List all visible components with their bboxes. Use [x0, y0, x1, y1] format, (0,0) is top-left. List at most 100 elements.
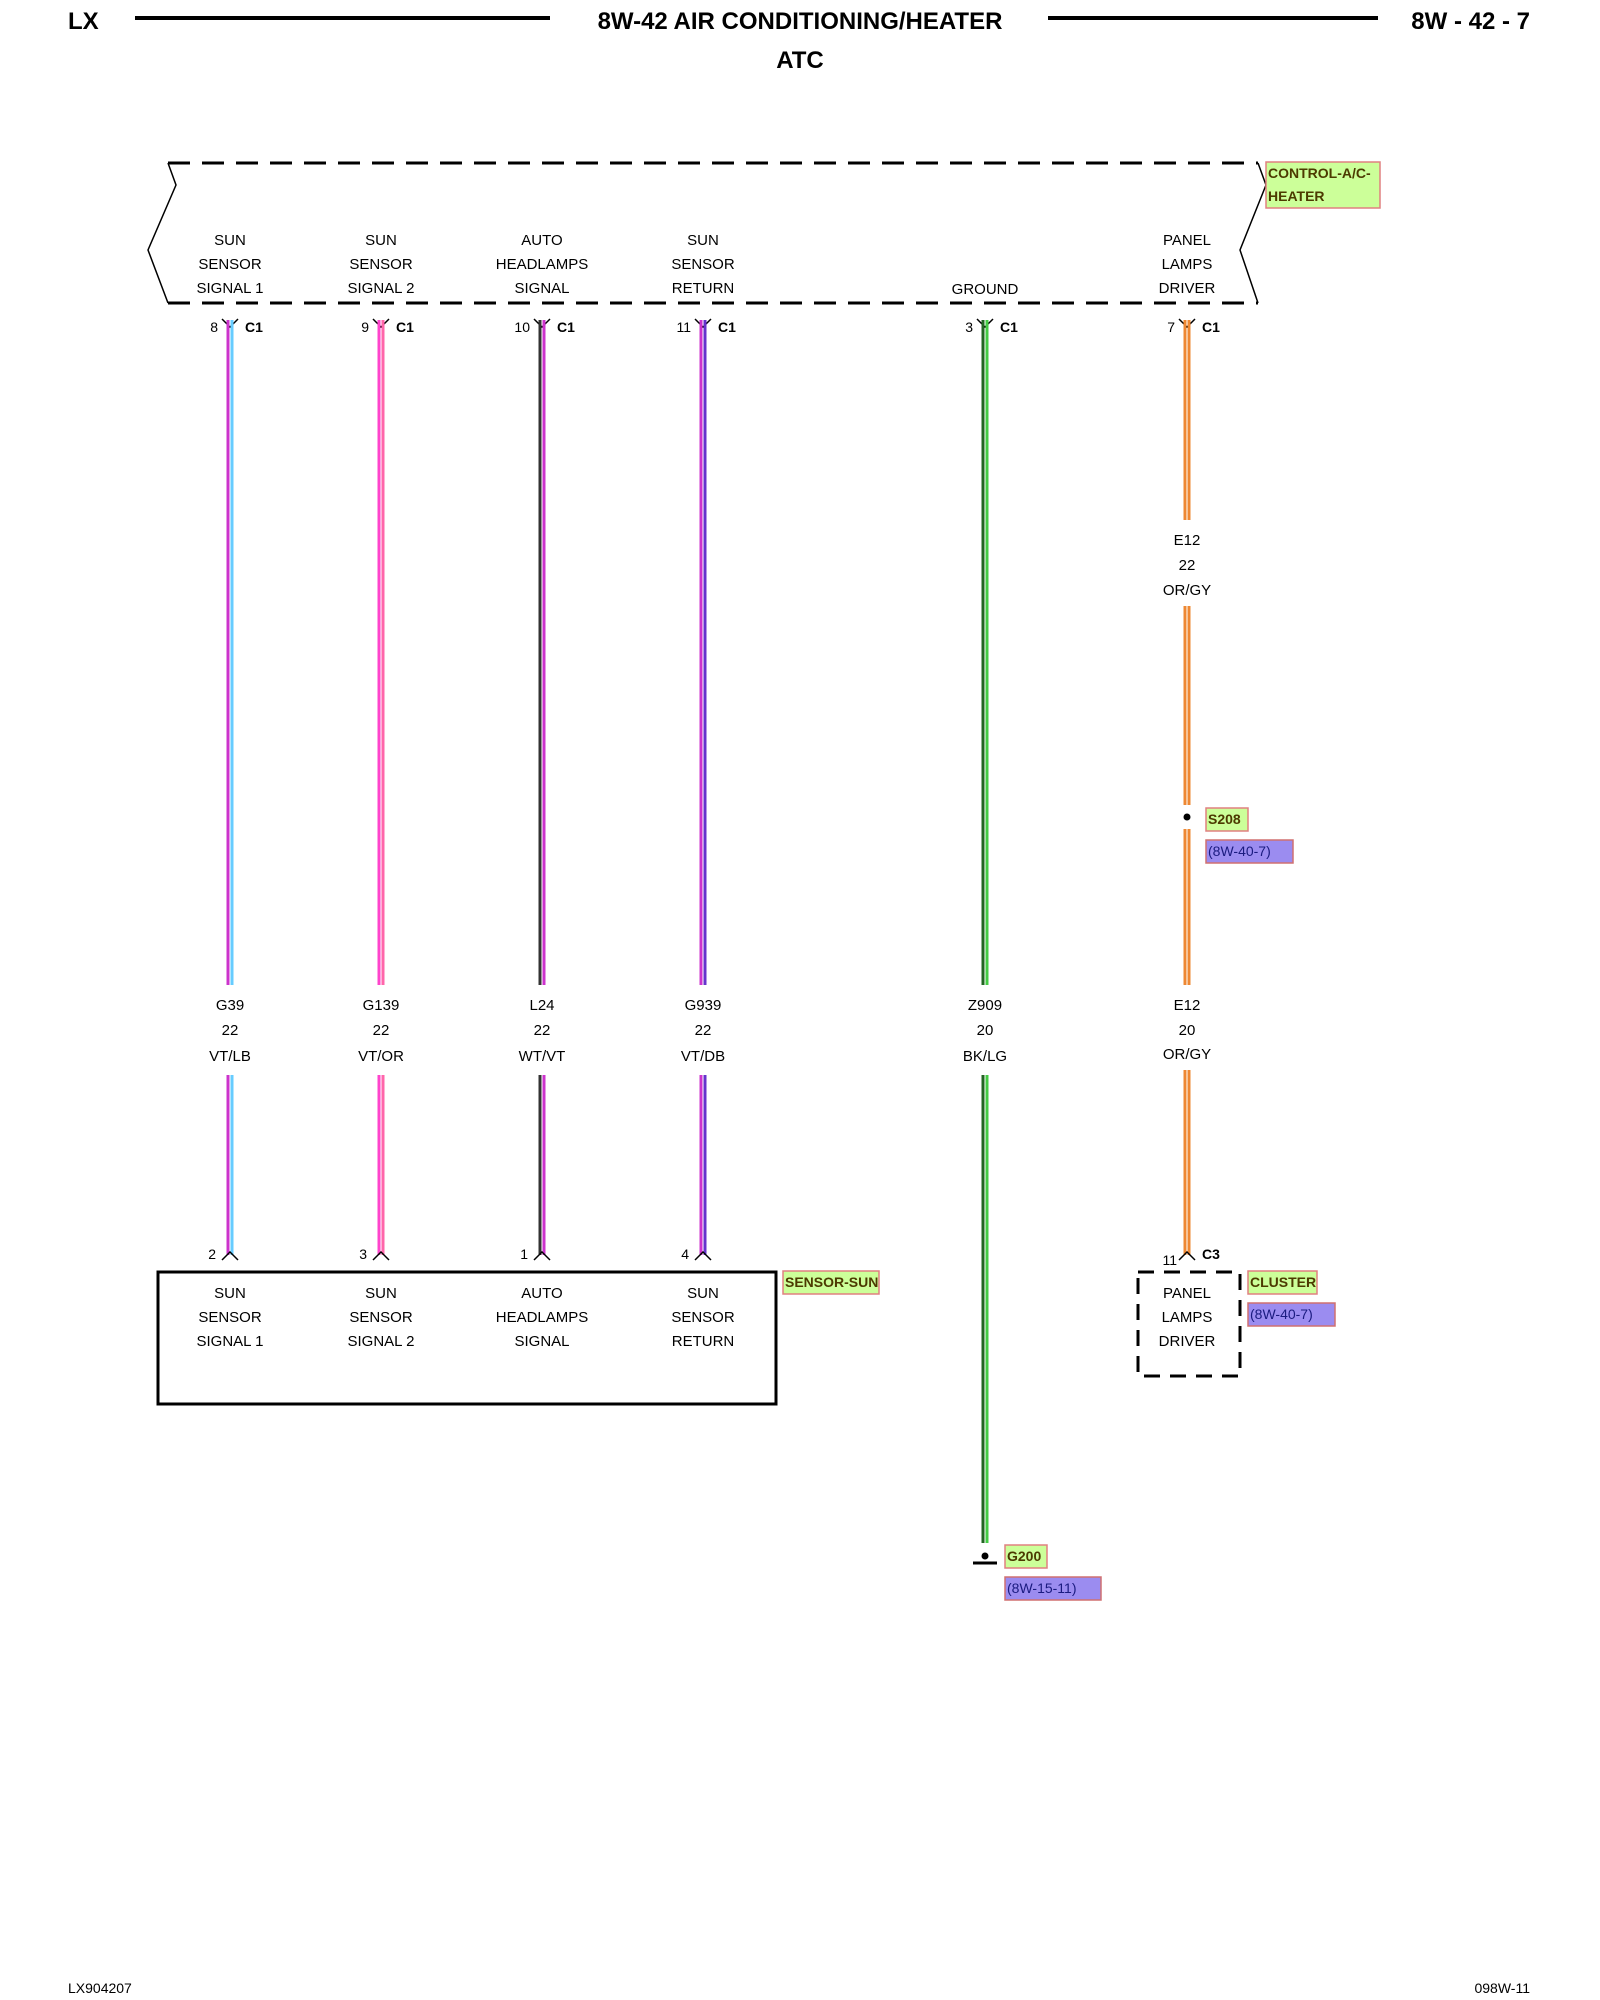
cluster-pin-function: PANEL [1163, 1285, 1211, 1302]
control-pin-function-sun-signal-1: SIGNAL 1 [197, 280, 264, 297]
wire-gauge-auto-headlamps: 22 [534, 1022, 551, 1039]
sensor-sun-label-box [782, 1270, 880, 1295]
control-module-break-left [147, 162, 177, 304]
splice-label-s208: S208 [1208, 811, 1241, 827]
wire-gauge-ground: 20 [977, 1022, 994, 1039]
sensor-pin-function-sun-signal-2: SENSOR [349, 1309, 413, 1326]
control-pin-function-sun-return: SUN [687, 232, 719, 249]
wire-gauge-sun-signal-1: 22 [222, 1022, 239, 1039]
wire-circuit-panel-lower: E12 [1174, 997, 1201, 1014]
top-terminal-ground [976, 318, 994, 329]
sensor-pin-function-auto-headlamps: HEADLAMPS [496, 1309, 589, 1326]
control-module-label: CONTROL-A/C- [1268, 165, 1371, 181]
top-terminal-sun-return [694, 318, 712, 329]
ground-point [981, 1552, 989, 1560]
header-page: 8W - 42 - 7 [1411, 8, 1530, 35]
bottom-pin-number-panel: 11 [1162, 1252, 1177, 1268]
top-connector-sun-signal-2: C1 [396, 319, 414, 335]
wire-gauge-panel-lower: 20 [1179, 1022, 1196, 1039]
wire-color-auto-headlamps: WT/VT [519, 1048, 566, 1065]
header-model: LX [68, 8, 99, 35]
control-pin-function-sun-return: SENSOR [671, 256, 735, 273]
header-rule-left [135, 16, 550, 20]
top-terminal-panel [1178, 318, 1196, 329]
ground-label: G200 [1007, 1548, 1041, 1564]
sensor-pin-function-sun-signal-2: SIGNAL 2 [348, 1333, 415, 1350]
sensor-sun-box [156, 1270, 778, 1406]
control-module-label-box [1265, 161, 1381, 209]
control-pin-function-sun-signal-1: SUN [214, 232, 246, 249]
sensor-pin-function-sun-signal-1: SIGNAL 1 [197, 1333, 264, 1350]
top-connector-sun-return: C1 [718, 319, 736, 335]
ground-page-ref: (8W-15-11) [1007, 1580, 1077, 1596]
top-pin-number-panel: 7 [1167, 319, 1175, 335]
wire-circuit-panel-upper: E12 [1174, 532, 1201, 549]
sensor-pin-function-sun-signal-1: SUN [214, 1285, 246, 1302]
top-terminal-sun-signal-2 [372, 318, 390, 329]
cluster-page-ref: (8W-40-7) [1250, 1306, 1313, 1322]
bottom-pin-number-sun-signal-1: 2 [208, 1246, 216, 1262]
wire-circuit-sun-return: G939 [685, 997, 722, 1014]
control-pin-function-sun-signal-2: SENSOR [349, 256, 413, 273]
top-connector-sun-signal-1: C1 [245, 319, 263, 335]
control-module-break-right [1239, 162, 1267, 304]
control-pin-function-sun-return: RETURN [672, 280, 735, 297]
bottom-pin-number-auto-headlamps: 1 [520, 1246, 528, 1262]
top-terminal-auto-headlamps [533, 318, 551, 329]
top-connector-ground: C1 [1000, 319, 1018, 335]
top-connector-panel: C1 [1202, 319, 1220, 335]
cluster-page-ref-box [1247, 1302, 1336, 1327]
control-pin-function-ground: GROUND [952, 281, 1019, 298]
sensor-pin-function-sun-return: SENSOR [671, 1309, 735, 1326]
control-pin-function-auto-headlamps: SIGNAL [514, 280, 569, 297]
top-pin-number-sun-signal-1: 8 [210, 319, 218, 335]
wire-color-sun-signal-2: VT/OR [358, 1048, 404, 1065]
top-terminal-sun-signal-1 [221, 318, 239, 329]
control-pin-function-panel: LAMPS [1162, 256, 1213, 273]
sensor-sun-label: SENSOR-SUN [785, 1274, 878, 1290]
wire-color-panel-lower: OR/GY [1163, 1046, 1211, 1063]
wire-color-ground: BK/LG [963, 1048, 1007, 1065]
control-pin-function-auto-headlamps: HEADLAMPS [496, 256, 589, 273]
cluster-pin-function: DRIVER [1159, 1333, 1216, 1350]
wire-color-sun-signal-1: VT/LB [209, 1048, 251, 1065]
footer-ref: 098W-11 [1474, 1980, 1530, 1996]
sensor-pin-function-sun-return: SUN [687, 1285, 719, 1302]
control-pin-function-panel: PANEL [1163, 232, 1211, 249]
wire-circuit-sun-signal-2: G139 [363, 997, 400, 1014]
top-pin-number-sun-signal-2: 9 [361, 319, 369, 335]
ground-page-ref-box [1004, 1576, 1102, 1601]
wire-gauge-sun-return: 22 [695, 1022, 712, 1039]
wire-circuit-auto-headlamps: L24 [529, 997, 554, 1014]
bottom-terminal-sun-return [694, 1250, 712, 1261]
wire-gauge-sun-signal-2: 22 [373, 1022, 390, 1039]
header-rule-right [1048, 16, 1378, 20]
splice-label-s208-box [1205, 807, 1249, 832]
splice-page-ref-s208-box [1205, 839, 1294, 864]
sensor-pin-function-sun-signal-1: SENSOR [198, 1309, 262, 1326]
bottom-terminal-sun-signal-2 [372, 1250, 390, 1261]
sensor-pin-function-sun-return: RETURN [672, 1333, 735, 1350]
wire-circuit-ground: Z909 [968, 997, 1002, 1014]
top-pin-number-ground: 3 [965, 319, 973, 335]
wire-color-sun-return: VT/DB [681, 1048, 725, 1065]
cluster-label: CLUSTER [1250, 1274, 1316, 1290]
bottom-terminal-sun-signal-1 [221, 1250, 239, 1261]
footer-code: LX904207 [68, 1980, 132, 1996]
bottom-terminal-auto-headlamps [533, 1250, 551, 1261]
splice-point-s208 [1183, 813, 1191, 821]
top-connector-auto-headlamps: C1 [557, 319, 575, 335]
bottom-connector-panel: C3 [1202, 1246, 1220, 1262]
cluster-pin-function: LAMPS [1162, 1309, 1213, 1326]
sensor-pin-function-auto-headlamps: SIGNAL [514, 1333, 569, 1350]
wire-circuit-sun-signal-1: G39 [216, 997, 244, 1014]
header-title: 8W-42 AIR CONDITIONING/HEATER [597, 8, 1003, 35]
ground-label-box [1004, 1544, 1048, 1569]
cluster-label-box [1247, 1270, 1318, 1295]
sensor-pin-function-sun-signal-2: SUN [365, 1285, 397, 1302]
control-pin-function-sun-signal-1: SENSOR [198, 256, 262, 273]
control-module-label: HEATER [1268, 188, 1325, 204]
control-module-outline [168, 161, 1258, 305]
bottom-pin-number-sun-signal-2: 3 [359, 1246, 367, 1262]
